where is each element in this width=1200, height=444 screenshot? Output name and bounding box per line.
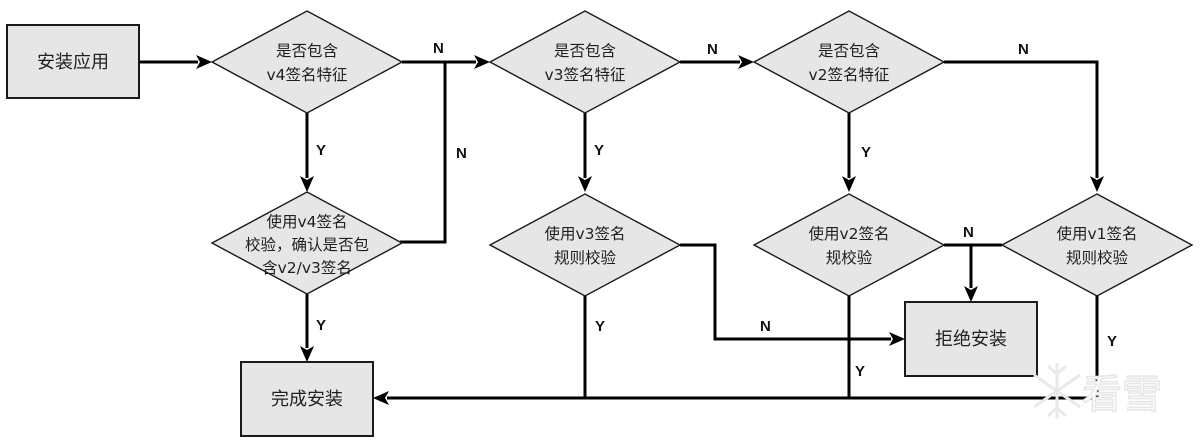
label-no-check-v3: N (707, 41, 718, 58)
label-no-check-v4: N (433, 40, 444, 57)
reject-label: 拒绝安装 (935, 329, 1007, 350)
start-node: 安装应用 (6, 24, 140, 99)
arrowhead (964, 286, 978, 302)
arrowhead (373, 391, 389, 405)
decision-check-v3: 是否包含 v3签名特征 (488, 10, 682, 114)
arrowhead (300, 176, 314, 192)
start-label: 安装应用 (37, 52, 109, 73)
arrowhead (300, 346, 314, 362)
decision-text-line: 使用v1签名 (1056, 225, 1137, 243)
snowflake-icon (1033, 363, 1081, 419)
label-yes-verify-v4: Y (316, 317, 326, 334)
label-yes-check-v4: Y (316, 142, 326, 159)
arrowhead (196, 55, 212, 69)
decision-text-line: 规则校验 (554, 249, 617, 267)
decision-check-v2: 是否包含 v2签名特征 (752, 10, 946, 114)
label-yes-verify-v1: Y (1107, 333, 1117, 350)
reject-node: 拒绝安装 (904, 301, 1038, 377)
watermark-text: 看雪 (1082, 372, 1162, 418)
watermark: 看雪 (1033, 363, 1163, 419)
decision-check-v4: 是否包含 v4签名特征 (210, 10, 404, 114)
done-node: 完成安装 (240, 361, 374, 437)
arrowhead (578, 176, 592, 192)
decision-verify-v1: 使用v1签名 规则校验 (1000, 193, 1194, 297)
label-yes-check-v2: Y (861, 144, 871, 161)
decision-text-line: 规校验 (826, 249, 873, 267)
decision-text-line: 含v2/v3签名 (262, 259, 352, 277)
label-yes-check-v3: Y (594, 142, 604, 159)
done-label: 完成安装 (271, 389, 343, 410)
decision-text-line: v2签名特征 (808, 66, 889, 84)
decision-verify-v4: 使用v4签名 校验，确认是否包 含v2/v3签名 (210, 191, 404, 295)
edge-verify-v1-yes (387, 296, 1099, 400)
arrowhead (889, 332, 905, 346)
arrowhead (842, 176, 856, 192)
arrowhead (474, 55, 490, 69)
label-yes-verify-v3: Y (595, 318, 605, 335)
arrowhead (1090, 176, 1104, 192)
decision-text-line: 使用v2签名 (808, 225, 889, 243)
decision-text-line: 校验，确认是否包 (245, 236, 369, 254)
label-no-verify-v4: N (456, 145, 467, 162)
decision-text-line: 规则校验 (1066, 249, 1129, 267)
label-yes-verify-v2: Y (855, 363, 865, 380)
decision-text-line: 使用v4签名 (266, 213, 347, 231)
decision-text-line: v4签名特征 (266, 66, 347, 84)
decision-verify-v3: 使用v3签名 规则校验 (488, 193, 682, 297)
decision-verify-v2: 使用v2签名 规校验 (752, 193, 946, 297)
decision-text-line: 是否包含 (554, 42, 617, 60)
decision-text-line: v3签名特征 (544, 66, 625, 84)
edge-check-v2-no (944, 60, 1099, 178)
edge-verify-v3-no (680, 243, 891, 341)
label-no-check-v2: N (1018, 41, 1029, 58)
decision-text-line: 使用v3签名 (544, 225, 625, 243)
label-no-verify-v2: N (963, 224, 974, 241)
decision-text-line: 是否包含 (818, 42, 881, 60)
label-no-verify-v3: N (760, 318, 771, 335)
arrowhead (738, 55, 754, 69)
edge-verify-v4-no (400, 62, 447, 244)
decision-text-line: 是否包含 (276, 42, 339, 60)
